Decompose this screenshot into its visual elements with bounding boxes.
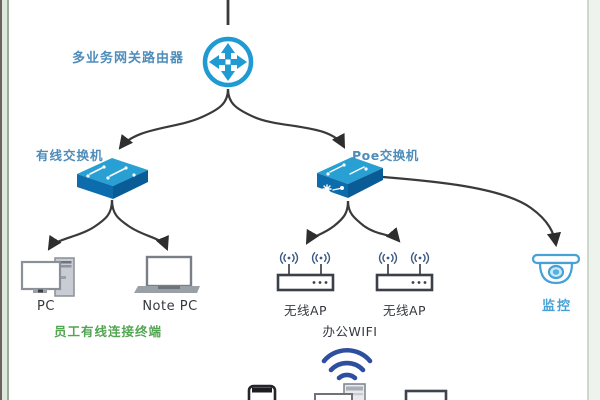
connectors: [47, 0, 562, 251]
page-right-border: [587, 0, 600, 400]
poe-switch-label: Poe交换机: [352, 148, 419, 163]
ap2-label: 无线AP: [382, 303, 427, 318]
laptop-icon: [134, 255, 200, 293]
desktop-client-icon: [314, 383, 366, 400]
monitor-client-icon: [404, 389, 448, 400]
office-wifi-label: 办公WIFI: [322, 324, 378, 339]
connector-poe-ap2: [346, 200, 401, 243]
wired-switch-label: 有线交换机: [36, 148, 104, 163]
connector-poe-ap1: [305, 200, 350, 245]
connector-router-wired-switch: [118, 88, 230, 150]
wired-switch-icon: [77, 158, 148, 199]
connector-switch-pc: [47, 199, 114, 251]
poe-switch-icon: [317, 157, 383, 198]
page-left-border: [0, 0, 9, 400]
connector-router-poe-switch: [226, 88, 346, 149]
connector-poe-camera: [382, 175, 562, 248]
pc-label: PC: [37, 299, 55, 314]
wireless-ap2-icon: [377, 253, 432, 290]
desktop-pc-icon: [20, 257, 75, 297]
smartphone-icon: [247, 384, 277, 400]
note-pc-label: Note PC: [142, 299, 198, 314]
router-icon: [202, 36, 254, 88]
camera-label: 监控: [541, 299, 572, 314]
wired-terminals-note: 员工有线连接终端: [54, 324, 163, 339]
ap1-label: 无线AP: [283, 303, 328, 318]
dome-camera-icon: [531, 253, 581, 285]
wireless-ap1-icon: [278, 253, 333, 290]
wifi-icon: [321, 347, 373, 381]
router-label: 多业务网关路由器: [72, 51, 185, 66]
connector-switch-notepc: [110, 199, 169, 251]
